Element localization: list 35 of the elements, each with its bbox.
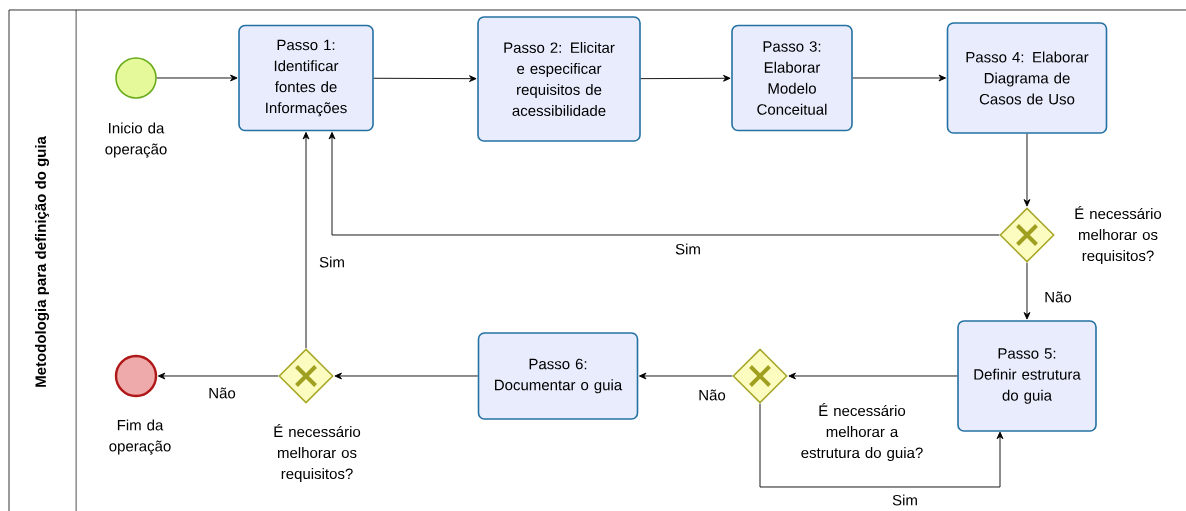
arrow xyxy=(156,74,238,82)
task-box: Passo 1: Identificar fontes de Informações xyxy=(238,24,374,132)
end-event-circle xyxy=(114,354,158,398)
task-box: Passo 3: Elaborar Modelo Conceitual xyxy=(731,24,853,132)
arrow xyxy=(638,372,733,380)
arrow xyxy=(157,372,279,380)
task-box: Passo 2: Elicitar e especificar requisitos de acessibilidade xyxy=(477,16,641,142)
arrow xyxy=(302,131,310,349)
arrow xyxy=(328,131,1000,236)
edge-label: Sim xyxy=(318,255,346,269)
task-box: Passo 4: Elaborar Diagrama de Casos de Uso xyxy=(946,22,1108,134)
gateway-diamond xyxy=(732,348,788,404)
arrow xyxy=(852,74,947,82)
node-caption: É necessário melhorar os requisitos? xyxy=(1075,205,1162,265)
gateway-diamond xyxy=(999,207,1055,263)
start-event-circle xyxy=(115,57,157,99)
node-caption: Inicio da operação xyxy=(105,122,167,158)
arrow xyxy=(373,75,477,83)
arrow xyxy=(1023,133,1031,207)
arrow xyxy=(788,372,958,380)
edge-label: Sim xyxy=(891,493,919,507)
node-caption: É necessário melhorar os requisitos? xyxy=(274,423,361,483)
arrow xyxy=(334,372,479,380)
node-caption: Fim da operação xyxy=(109,419,171,455)
arrow xyxy=(640,74,731,82)
edge-label: Não xyxy=(207,386,237,400)
arrow xyxy=(759,403,1004,488)
edge-label: Não xyxy=(697,388,727,402)
node-caption: É necessário melhorar a estrutura do guia? xyxy=(801,402,923,462)
edge-label: Sim xyxy=(674,242,702,256)
task-box: Passo 5: Definir estrutura do guia xyxy=(957,320,1097,432)
edge-label: Não xyxy=(1043,290,1073,304)
arrow xyxy=(1023,262,1031,320)
gateway-diamond xyxy=(278,348,334,404)
task-box: Passo 6: Documentar o guia xyxy=(477,332,639,420)
